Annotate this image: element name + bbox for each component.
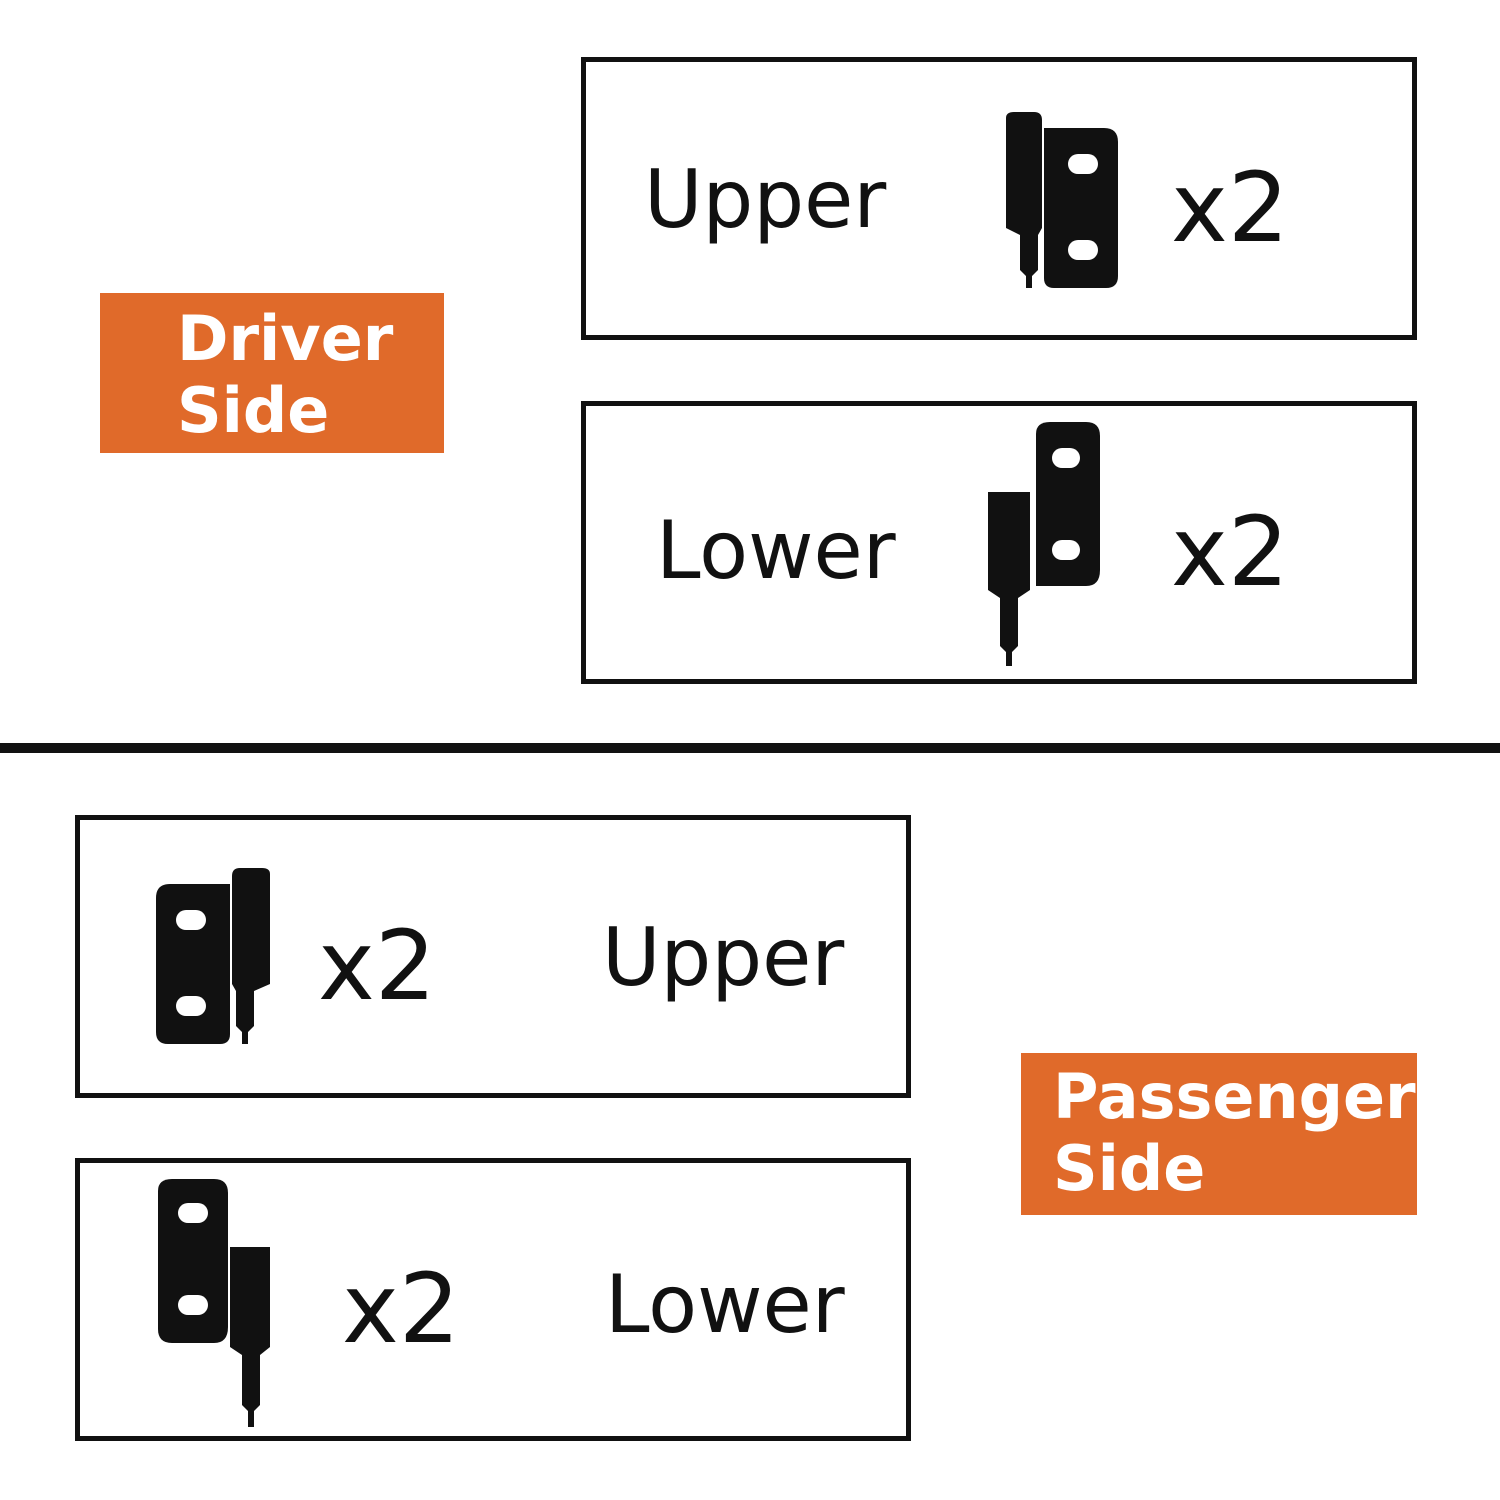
section-divider	[0, 743, 1500, 753]
passenger-side-tag: Passenger Side	[1021, 1053, 1417, 1215]
driver-tag-line1: Driver	[177, 302, 394, 375]
passenger-upper-qty: x2	[318, 910, 436, 1022]
hinge-upper-icon	[1006, 112, 1118, 288]
driver-upper-box: Upper x2	[581, 57, 1417, 340]
hinge-lower-icon	[988, 422, 1100, 666]
hinge-upper-icon	[156, 868, 270, 1044]
passenger-upper-label: Upper	[602, 911, 845, 1004]
passenger-tag-line2: Side	[1053, 1132, 1206, 1205]
passenger-lower-label: Lower	[605, 1258, 845, 1351]
driver-lower-label: Lower	[656, 504, 896, 597]
driver-upper-label: Upper	[644, 153, 887, 246]
passenger-lower-box: x2 Lower	[75, 1158, 911, 1441]
driver-tag-line2: Side	[177, 374, 330, 447]
passenger-upper-box: x2 Upper	[75, 815, 911, 1098]
passenger-lower-qty: x2	[342, 1253, 460, 1365]
driver-side-tag: Driver Side	[100, 293, 444, 453]
driver-lower-box: Lower x2	[581, 401, 1417, 684]
driver-upper-qty: x2	[1171, 152, 1289, 264]
driver-lower-qty: x2	[1171, 496, 1289, 608]
hinge-lower-icon	[158, 1179, 270, 1427]
passenger-tag-line1: Passenger	[1053, 1060, 1416, 1133]
